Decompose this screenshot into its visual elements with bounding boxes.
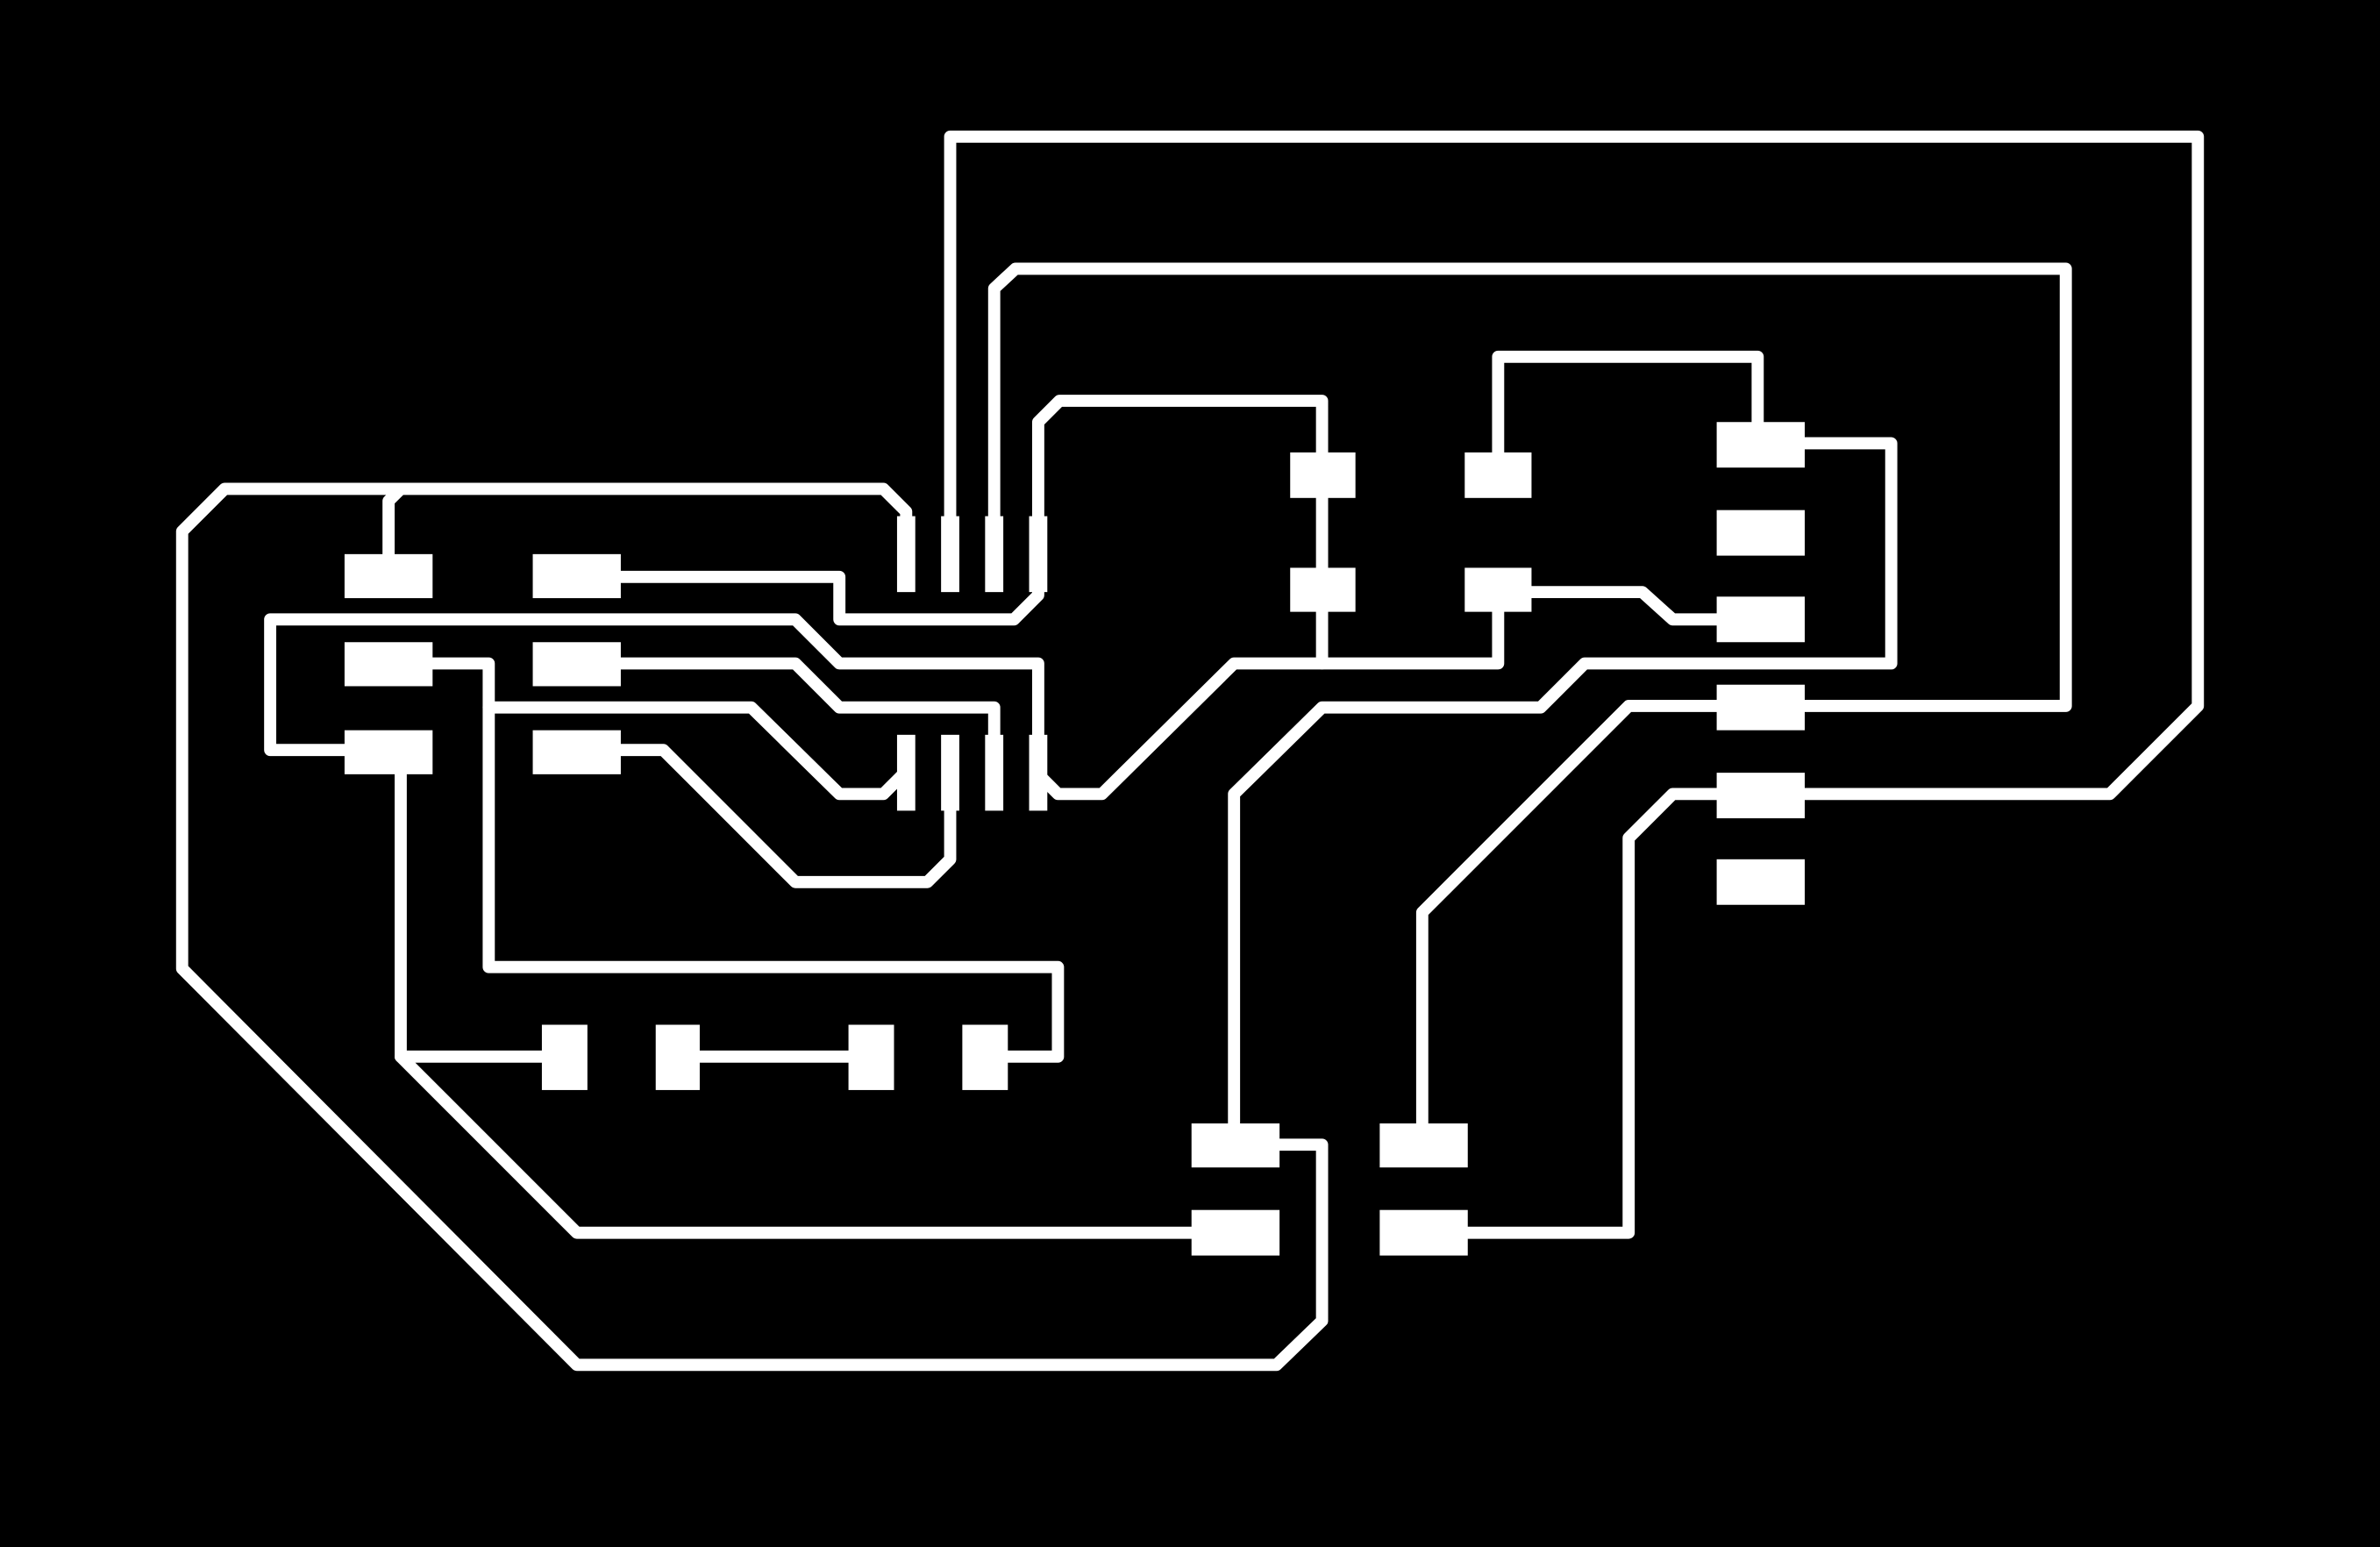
resistor-pad-r1a [344,553,433,599]
resistor-pad-r3a [344,730,433,774]
resistor-pad-r2a [532,553,621,599]
bottom-resistor-pad-2 [655,1024,700,1090]
trace-r3-down-to-connector [395,744,1241,1239]
trace-r6-to-u1 [570,744,957,888]
trace-c2-to-header [1492,350,1764,485]
connector-pad-4 [1379,1209,1468,1256]
ic-pad-6 [941,734,959,811]
trace-u1-to-c1 [1031,395,1329,562]
trace-top-long-1 [944,130,2205,801]
capacitor-pad-c4 [1464,567,1532,612]
capacitor-pad-c1 [1290,452,1356,498]
resistor-pad-r3b [532,730,621,774]
ic-pad-7 [985,734,1004,811]
header-pad-1 [1716,422,1806,468]
ic-pad-4 [1029,516,1048,593]
trace-header-right-loop [1228,437,1898,1151]
header-pad-2 [1716,510,1806,556]
trace-top-long-2 [987,262,2072,712]
trace-u1-bottom-loop [482,701,913,801]
ic-pad-5 [896,734,916,811]
trace-r1-down-to-bottom-pad [382,657,1065,1063]
trace-header-to-lower-connector [1415,700,1767,1151]
connector-pad-2 [1379,1123,1468,1168]
bottom-resistor-pad-4 [962,1024,1008,1090]
header-pad-6 [1716,859,1806,905]
ic-pad-3 [985,516,1004,593]
bottom-resistor-pad-3 [848,1024,894,1090]
header-pad-5 [1716,773,1806,819]
trace-long-left-loop [264,590,1505,801]
traces-group [175,130,2205,1372]
trace-header-to-lower-right [1415,788,1767,1239]
connector-pad-3 [1191,1209,1280,1256]
bottom-resistor-pad-1 [541,1024,588,1090]
ic-pad-1 [896,516,916,593]
header-pad-4 [1716,684,1806,731]
ic-pad-8 [1029,734,1048,811]
trace-top-left-stub [382,482,407,583]
connector-pad-1 [1191,1123,1280,1168]
ic-pad-2 [941,516,959,593]
capacitor-pad-c2 [1464,452,1532,498]
resistor-pad-r2b [532,642,621,687]
trace-r4-to-u1 [570,657,1001,781]
capacitor-pad-c3 [1290,567,1356,612]
resistor-pad-r1b [344,642,433,687]
trace-outer-loop [175,482,1329,1372]
pads-group [344,422,1806,1256]
header-pad-3 [1716,596,1806,643]
